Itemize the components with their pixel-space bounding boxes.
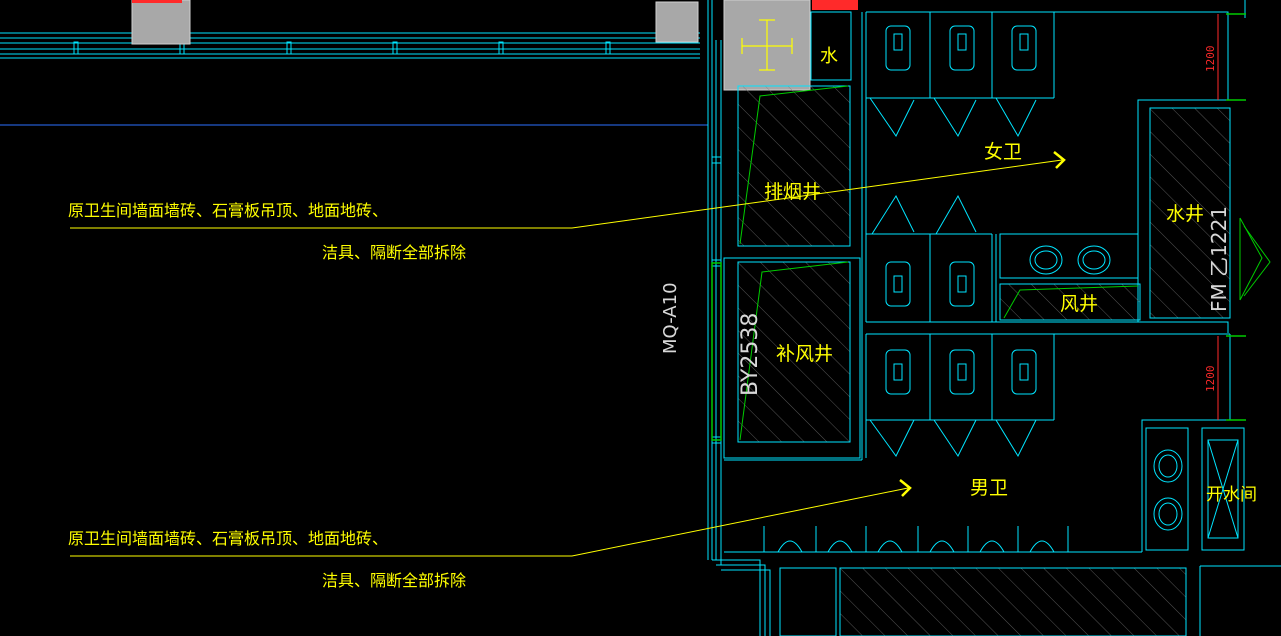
label-makeup-air-shaft: 补风井 <box>776 343 833 365</box>
dimension-2: 1200 <box>1204 366 1217 393</box>
column-2 <box>655 1 699 43</box>
column-1-redcap <box>132 0 182 3</box>
annotation-2-line2: 洁具、隔断全部拆除 <box>322 571 466 590</box>
door-window-green <box>711 262 722 441</box>
label-female-wc: 女卫 <box>984 141 1022 163</box>
bottom-walls <box>712 0 1281 636</box>
column-1 <box>131 0 191 45</box>
tag-door-by: BY2538 <box>738 313 763 396</box>
annotation-1-line2: 洁具、隔断全部拆除 <box>322 243 466 262</box>
male-urinals <box>763 526 1069 553</box>
annotation-1-leader <box>70 159 1063 229</box>
annotation-2-line1: 原卫生间墙面墙砖、石膏板吊顶、地面地砖、 <box>68 529 388 548</box>
air-shaft-diag <box>1003 285 1139 319</box>
female-stalls-top <box>866 12 1055 138</box>
label-water-shaft: 水井 <box>1166 203 1204 225</box>
male-wc-walls <box>724 334 1231 553</box>
makeup-air-shaft-inner <box>737 261 851 443</box>
rail-ticks <box>73 41 611 55</box>
female-sinks <box>995 233 1139 322</box>
annotation-1-line1: 原卫生间墙面墙砖、石膏板吊顶、地面地砖、 <box>68 201 388 220</box>
label-water-small: 水 <box>820 46 838 67</box>
dimension-markers <box>1226 13 1246 421</box>
makeup-shaft-diag <box>739 261 849 441</box>
annotation-2-leader <box>70 487 909 557</box>
bottom-room-1 <box>779 567 837 636</box>
male-toilets <box>885 349 1037 395</box>
male-sinks <box>1145 427 1189 551</box>
fm-door-swing <box>1239 217 1271 301</box>
label-air-shaft: 风井 <box>1060 293 1098 315</box>
smoke-shaft <box>737 85 851 247</box>
water-shaft <box>1149 107 1231 319</box>
tag-curtain-wall: MQ-A10 <box>660 282 681 354</box>
top-rail <box>0 32 708 126</box>
dimension-1: 1200 <box>1204 46 1217 73</box>
water-box <box>810 11 852 81</box>
annotation-1-arrow <box>1053 151 1066 169</box>
annotation-2-arrow <box>899 479 912 497</box>
label-male-wc: 男卫 <box>970 477 1008 499</box>
bottom-room-2 <box>839 567 1187 636</box>
water-room-box <box>1201 427 1245 551</box>
annotation-1: 原卫生间墙面墙砖、石膏板吊顶、地面地砖、 洁具、隔断全部拆除 <box>68 151 1066 262</box>
label-smoke-shaft: 排烟井 <box>764 181 821 203</box>
curtain-wall <box>707 0 722 565</box>
female-wc-walls <box>724 11 1230 461</box>
tag-door-fm: FM 乙1221 <box>1207 206 1231 312</box>
female-stalls-lower <box>866 194 993 322</box>
smoke-shaft-diag <box>739 85 849 245</box>
red-marker <box>812 0 858 10</box>
makeup-air-shaft <box>723 257 861 459</box>
label-water-room: 开水间 <box>1206 485 1257 505</box>
female-toilets-top <box>885 25 1037 71</box>
cross-symbol <box>741 19 793 71</box>
annotation-2: 原卫生间墙面墙砖、石膏板吊顶、地面地砖、 洁具、隔断全部拆除 <box>68 479 912 590</box>
